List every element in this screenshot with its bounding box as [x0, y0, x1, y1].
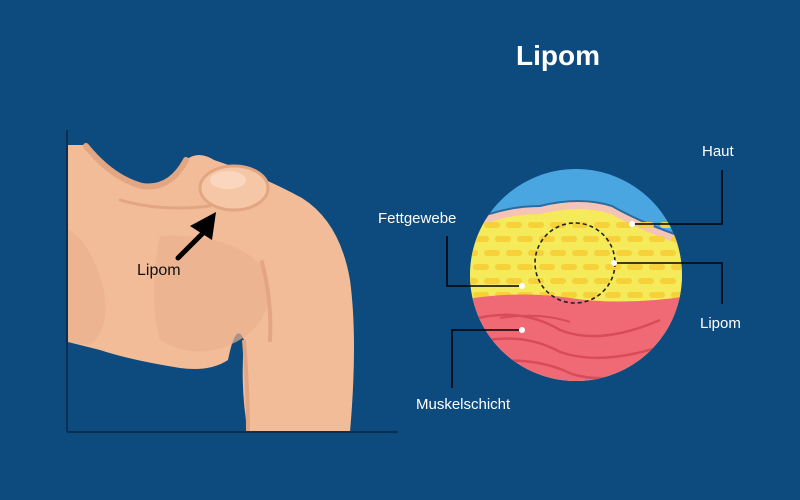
fat-cell: [638, 250, 654, 256]
fat-cell: [495, 264, 511, 270]
fat-cell: [528, 278, 544, 284]
muscle-fiber: [499, 314, 571, 323]
chest-right: [154, 235, 269, 352]
fat-cell: [561, 236, 577, 242]
fat-cell: [572, 278, 588, 284]
callout-arrow-shaft: [175, 229, 207, 261]
fat-cell: [627, 236, 643, 242]
fat-cell: [638, 278, 654, 284]
fat-cell: [594, 278, 610, 284]
fat-cell: [528, 222, 544, 228]
fat-cell: [616, 278, 632, 284]
fat-cell: [660, 278, 676, 284]
fat-cell: [484, 250, 500, 256]
fat-cell: [495, 236, 511, 242]
underarm-shadow: [242, 339, 250, 432]
clavicle-line: [118, 198, 212, 210]
fat-cell: [583, 264, 599, 270]
label-lipom: Lipom: [700, 315, 741, 332]
fat-cell: [605, 292, 621, 298]
label-fettgewebe: Fettgewebe: [378, 210, 457, 227]
collarbone-shadow: [83, 143, 189, 190]
fat-cell: [561, 264, 577, 270]
fat-cell: [682, 278, 698, 284]
fat-cell: [616, 222, 632, 228]
fat-cell: [470, 278, 478, 284]
fat-cell: [506, 250, 522, 256]
leader-haut: [632, 170, 723, 225]
leader-lipom: [614, 262, 723, 304]
fat-cell: [470, 250, 478, 256]
label-muskelschicht: Muskelschicht: [416, 396, 511, 413]
fat-cell: [484, 278, 500, 284]
leader-muskelschicht-dot: [519, 327, 525, 333]
callout-arrow-head: [190, 212, 216, 240]
leader-muskelschicht: [451, 329, 522, 388]
fat-cell: [660, 250, 676, 256]
fat-cell: [594, 222, 610, 228]
lipoma-highlight: [210, 171, 246, 189]
fat-cell: [583, 236, 599, 242]
fat-cell: [649, 264, 665, 270]
chest-left: [68, 230, 106, 345]
fat-cell: [473, 292, 489, 298]
fat-cell: [561, 292, 577, 298]
muscle-layer: [470, 294, 682, 381]
leader-fettgewebe: [446, 236, 522, 287]
skin-edge: [470, 200, 681, 237]
fat-cell: [550, 250, 566, 256]
fat-cell: [506, 222, 522, 228]
fat-cell: [539, 236, 555, 242]
fat-cell: [506, 278, 522, 284]
fat-cell: [649, 236, 665, 242]
fat-cell: [671, 264, 682, 270]
body-callout-label: Lipom: [137, 262, 181, 279]
fat-cell: [671, 292, 682, 298]
fat-cell: [550, 222, 566, 228]
arm-crease: [260, 260, 273, 342]
leader-haut-dot: [629, 221, 635, 227]
fat-cell: [682, 222, 698, 228]
body-illustration: [68, 143, 354, 432]
muscle-fiber: [470, 313, 661, 338]
fat-cell: [517, 264, 533, 270]
fat-cell: [484, 222, 500, 228]
page-title: Lipom: [516, 40, 600, 71]
fat-cell: [470, 222, 478, 228]
fat-cell: [572, 250, 588, 256]
fat-cell: [473, 264, 489, 270]
fat-cell: [583, 292, 599, 298]
fat-cell: [649, 292, 665, 298]
fat-cell: [473, 236, 489, 242]
fat-cell: [627, 292, 643, 298]
fat-cell: [539, 264, 555, 270]
label-haut: Haut: [702, 143, 734, 160]
fat-cell: [660, 222, 676, 228]
leader-lipom-dot: [611, 260, 617, 266]
muscle-fiber: [470, 337, 681, 360]
fat-cell: [682, 250, 698, 256]
fat-cell: [550, 278, 566, 284]
fat-cell: [605, 264, 621, 270]
fat-cell: [671, 236, 682, 242]
fat-cell: [616, 250, 632, 256]
fat-cell: [517, 236, 533, 242]
leader-fettgewebe-dot: [519, 283, 525, 289]
fat-cell: [627, 264, 643, 270]
fat-cell: [594, 250, 610, 256]
cross-section: [470, 169, 698, 381]
fat-cell: [638, 222, 654, 228]
